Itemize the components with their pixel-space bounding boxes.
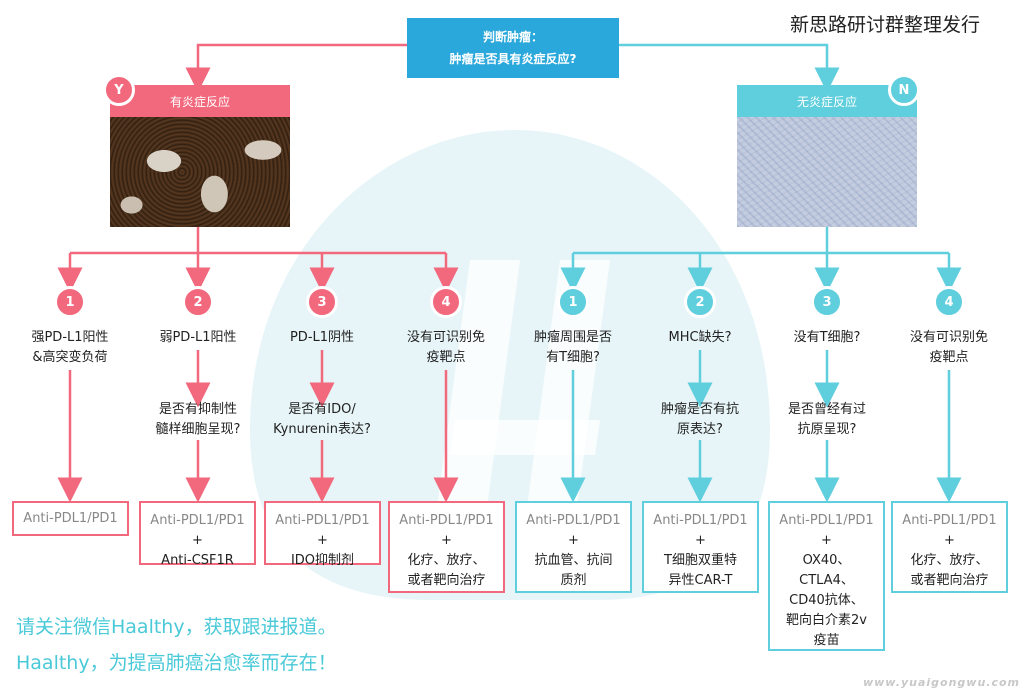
question-line: 疫靶点 [426,350,466,365]
therapy-line: CTLA4、 [799,573,854,588]
non-inflamed-tumor-image [737,117,917,227]
yes-therapy-box-4: Anti-PDL1/PD1 + 化疗、放疗、 或者靶向治疗 [388,501,505,593]
yes-therapy-box-2: Anti-PDL1/PD1 + Anti-CSF1R [139,501,256,568]
question-line: 弱PD-L1阳性 [159,330,237,345]
yes-subquestion-2: 是否有抑制性 髓样细胞呈现? [138,400,258,440]
no-step-badge: 2 [684,286,716,318]
therapy-line: 或者靶向治疗 [407,573,486,588]
no-branch-header: 无炎症反应 [737,85,917,117]
question-line: 强PD-L1阳性 [31,330,109,345]
therapy-line: + [317,533,328,548]
therapy-line: + [695,533,706,548]
therapy-line: Anti-CSF1R [161,553,234,568]
therapy-line: 靶向白介素2v [786,613,867,628]
no-therapy-box-2: Anti-PDL1/PD1 + T细胞双重特 异性CAR-T [642,501,759,593]
no-step-badge: 1 [557,286,589,318]
yes-therapy-box-1: Anti-PDL1/PD1 [12,501,129,536]
question-line: 没有可识别免 [406,330,485,345]
question-line: 有T细胞? [546,350,600,365]
question-line: Kynurenin表达? [273,422,371,437]
question-line: &高突变负荷 [32,350,108,365]
yes-subquestion-3: 是否有IDO/ Kynurenin表达? [258,400,386,440]
question-line: 抗原呈现? [797,422,857,437]
publisher-label: 新思路研讨群整理发行 [790,14,981,36]
yes-question-2: 弱PD-L1阳性 [138,328,258,348]
question-line: 疫靶点 [929,350,969,365]
no-therapy-box-4: Anti-PDL1/PD1 + 化疗、放疗、 或者靶向治疗 [891,501,1008,593]
root-question-line1: 判断肿瘤： [482,30,543,44]
yes-question-1: 强PD-L1阳性 &高突变负荷 [10,328,130,368]
question-line: 是否有IDO/ [288,402,356,417]
question-line: 没有T细胞? [793,330,861,345]
question-line: 髓样细胞呈现? [155,422,241,437]
therapy-line: Anti-PDL1/PD1 [779,513,874,528]
therapy-line: OX40、 [802,553,851,568]
therapy-line: Anti-PDL1/PD1 [399,513,494,528]
yes-branch-label: 有炎症反应 [169,94,230,109]
yes-step-badge: 3 [306,286,338,318]
question-line: 是否曾经有过 [787,402,866,417]
no-therapy-box-1: Anti-PDL1/PD1 + 抗血管、抗间 质剂 [515,501,632,593]
therapy-line: + [821,533,832,548]
therapy-line: 化疗、放疗、 [407,553,486,568]
therapy-line: + [944,533,955,548]
footer-line-2: Haalthy，为提高肺癌治愈率而存在！ [16,652,337,674]
therapy-line: + [441,533,452,548]
no-question-1: 肿瘤周围是否 有T细胞? [513,328,633,368]
question-line: 肿瘤是否有抗 [660,402,739,417]
yes-step-badge: 2 [182,286,214,318]
no-subquestion-3: 是否曾经有过 抗原呈现? [767,400,887,440]
question-line: 是否有抑制性 [158,402,237,417]
therapy-line: Anti-PDL1/PD1 [653,513,748,528]
therapy-line: 异性CAR-T [668,573,733,588]
therapy-line: + [568,533,579,548]
question-line: MHC缺失? [668,330,732,345]
no-question-4: 没有可识别免 疫靶点 [889,328,1009,368]
therapy-line: 或者靶向治疗 [910,573,989,588]
therapy-line: IDO抑制剂 [290,553,355,568]
therapy-line: 化疗、放疗、 [910,553,989,568]
therapy-line: Anti-PDL1/PD1 [902,513,997,528]
therapy-line: 疫苗 [813,633,840,648]
question-line: PD-L1阴性 [289,330,355,345]
inflamed-tumor-image [110,117,290,227]
therapy-line: Anti-PDL1/PD1 [23,511,118,526]
therapy-line: CD40抗体、 [789,593,864,608]
therapy-line: + [192,533,203,548]
yes-therapy-box-3: Anti-PDL1/PD1 + IDO抑制剂 [264,501,381,568]
root-question-box: 判断肿瘤： 肿瘤是否具有炎症反应? [407,18,619,78]
no-step-badge: 4 [933,286,965,318]
footer-line-1: 请关注微信Haalthy，获取跟进报道。 [16,616,337,638]
root-question-line2: 肿瘤是否具有炎症反应? [449,52,577,66]
therapy-line: Anti-PDL1/PD1 [526,513,621,528]
no-subquestion-2: 肿瘤是否有抗 原表达? [640,400,760,440]
no-badge: N [888,74,920,106]
no-question-3: 没有T细胞? [767,328,887,348]
no-question-2: MHC缺失? [640,328,760,348]
therapy-line: 质剂 [560,573,587,588]
yes-step-badge: 4 [430,286,462,318]
no-branch-label: 无炎症反应 [796,94,857,109]
yes-question-3: PD-L1阴性 [262,328,382,348]
therapy-line: Anti-PDL1/PD1 [150,513,245,528]
yes-step-badge: 1 [54,286,86,318]
question-line: 原表达? [677,422,723,437]
site-watermark: www.yuaigongwu.com [862,676,1020,689]
therapy-line: Anti-PDL1/PD1 [275,513,370,528]
yes-question-4: 没有可识别免 疫靶点 [386,328,506,368]
yes-badge: Y [103,74,135,106]
question-line: 没有可识别免 [909,330,988,345]
no-therapy-box-3: Anti-PDL1/PD1 + OX40、 CTLA4、 CD40抗体、 靶向白… [768,501,885,651]
therapy-line: 抗血管、抗间 [534,553,613,568]
no-step-badge: 3 [811,286,843,318]
yes-branch-header: 有炎症反应 [110,85,290,117]
question-line: 肿瘤周围是否 [533,330,612,345]
therapy-line: T细胞双重特 [664,553,737,568]
